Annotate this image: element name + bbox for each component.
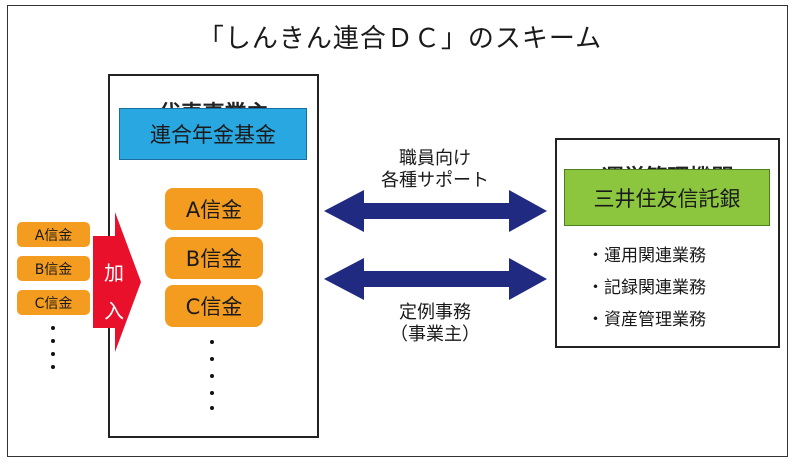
lower-arrow-label: 定例事務 （事業主） [360, 302, 510, 346]
service-item: 記録関連業務 [587, 272, 706, 304]
lower-double-arrow [324, 258, 547, 300]
member-a: A信金 [165, 188, 263, 230]
member-ellipsis-dot [210, 357, 214, 361]
upper-arrow-label-line2: 各種サポート [381, 170, 489, 191]
member-ellipsis-dot [210, 374, 214, 378]
member-ellipsis-dot [210, 340, 214, 344]
member-ellipsis-dot [210, 406, 214, 410]
joiner-ellipsis-dot [51, 365, 55, 369]
joiner-b: B信金 [17, 256, 90, 281]
join-arrow [93, 212, 141, 352]
outer-frame [7, 5, 788, 457]
service-list: 運用関連業務 記録関連業務 資産管理業務 [587, 240, 706, 336]
member-b: B信金 [165, 237, 263, 279]
upper-arrow-label: 職員向け 各種サポート [360, 148, 510, 192]
joiner-ellipsis-dot [51, 352, 55, 356]
pension-fund-bar: 連合年金基金 [119, 108, 307, 160]
member-c: C信金 [165, 285, 263, 327]
joiner-c: C信金 [17, 290, 90, 315]
joiner-ellipsis-dot [51, 326, 55, 330]
member-ellipsis-dot [210, 391, 214, 395]
lower-arrow-label-line1: 定例事務 [399, 302, 471, 323]
join-label: 加入 [104, 261, 124, 323]
upper-double-arrow [324, 190, 547, 232]
trust-bank-bar: 三井住友信託銀 [564, 169, 770, 226]
joiner-a: A信金 [17, 222, 90, 247]
page-title: 「しんきん連合ＤＣ」のスキーム [197, 24, 603, 54]
lower-arrow-label-line2: （事業主） [390, 324, 480, 345]
service-item: 資産管理業務 [587, 304, 706, 336]
service-item: 運用関連業務 [587, 240, 706, 272]
upper-arrow-label-line1: 職員向け [399, 148, 471, 169]
joiner-ellipsis-dot [51, 339, 55, 343]
